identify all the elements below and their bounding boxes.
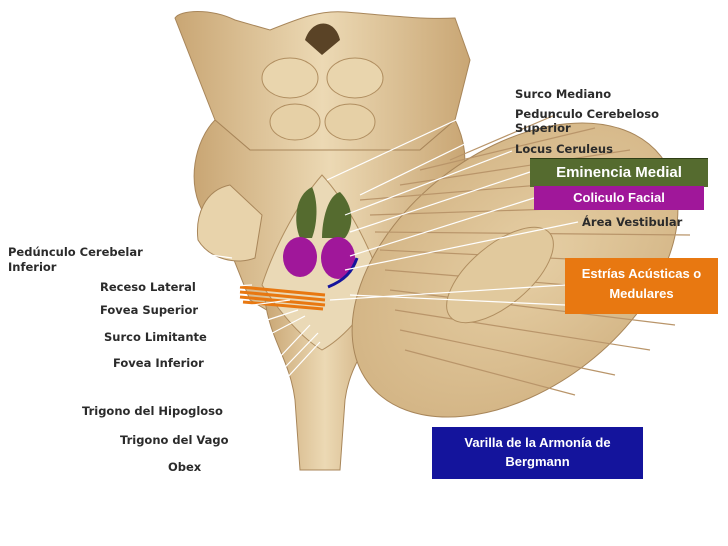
label-fovea-superior: Fovea Superior — [100, 303, 199, 317]
inferior-colliculus-right — [324, 103, 376, 141]
coliculo-facial-left — [283, 237, 317, 277]
varilla-text-line1: Varilla de la Armonía de — [464, 435, 611, 450]
label-pedunculo-inferior-line1: Pedúnculo Cerebelar — [8, 245, 143, 259]
label-surco-limitante: Surco Limitante — [104, 330, 207, 344]
third-ventricle-notch — [305, 23, 340, 55]
estrias-acusticas-lines — [239, 285, 326, 311]
label-pedunculo-inferior-line2: Inferior — [8, 260, 57, 274]
label-area-vestibular: Área Vestibular — [582, 215, 683, 229]
coliculo-facial-right — [321, 237, 355, 279]
estrias-text-line2: Medulares — [609, 286, 674, 301]
label-receso-lateral: Receso Lateral — [100, 280, 196, 294]
cerebellar-white-matter — [446, 226, 554, 324]
varilla-text-line2: Bergmann — [505, 454, 570, 469]
label-obex: Obex — [168, 460, 202, 474]
label-surco-mediano: Surco Mediano — [515, 87, 612, 101]
midbrain — [174, 11, 471, 151]
superior-colliculus-left — [261, 57, 319, 99]
coliculo-facial-box: Coliculo Facial — [534, 186, 704, 210]
superior-colliculus-right — [326, 57, 384, 99]
eminencia-medial-right — [322, 192, 352, 238]
inferior-colliculus-left — [269, 103, 321, 141]
label-locus-ceruleus: Locus Ceruleus — [515, 142, 613, 156]
left-peduncle — [196, 184, 263, 262]
varilla-bergmann-line — [327, 257, 359, 289]
estrias-text-line1: Estrías Acústicas o — [581, 266, 702, 281]
coliculo-facial-text: Coliculo Facial — [573, 190, 665, 205]
eminencia-medial-text: Eminencia Medial — [556, 164, 682, 181]
label-trigono-hipogloso: Trigono del Hipogloso — [82, 404, 223, 418]
label-trigono-vago: Trigono del Vago — [120, 433, 229, 447]
varilla-bergmann-box: Varilla de la Armonía de Bergmann — [432, 427, 643, 479]
eminencia-medial-box: Eminencia Medial — [530, 158, 708, 187]
label-pedunculo-superior-line2: Superior — [515, 121, 571, 135]
estrias-acusticas-box: Estrías Acústicas o Medulares — [565, 258, 718, 314]
label-pedunculo-superior-line1: Pedunculo Cerebeloso — [515, 107, 660, 121]
eminencia-medial-left — [296, 187, 317, 238]
leader-lines — [174, 93, 579, 468]
label-fovea-inferior: Fovea Inferior — [113, 356, 204, 370]
